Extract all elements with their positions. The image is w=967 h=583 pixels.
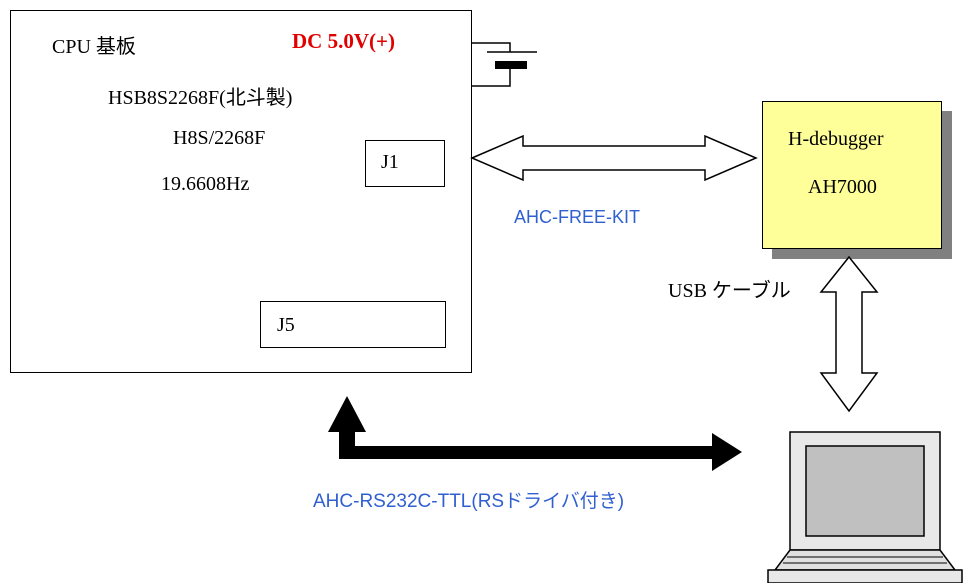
power-label: DC 5.0V(+) xyxy=(292,29,395,53)
j1-connector xyxy=(365,140,445,187)
clock-speed: 19.6608Hz xyxy=(161,173,250,195)
j5-label: J5 xyxy=(277,314,295,336)
battery-icon xyxy=(472,42,537,87)
chip-name: H8S/2268F xyxy=(173,127,266,149)
j1-label: J1 xyxy=(381,151,399,173)
free-kit-arrow xyxy=(470,134,758,182)
j5-connector xyxy=(260,301,446,348)
laptop-icon xyxy=(767,431,963,583)
board-model: HSB8S2268F(北斗製) xyxy=(108,87,293,109)
free-kit-label: AHC-FREE-KIT xyxy=(514,207,640,227)
debugger-box xyxy=(762,101,942,249)
usb-cable-label: USB ケーブル xyxy=(668,280,791,302)
usb-arrow xyxy=(819,255,879,413)
rs232c-label: AHC-RS232C-TTL(RSドライバ付き) xyxy=(313,491,625,512)
debugger-model: AH7000 xyxy=(808,176,877,198)
rs232c-arrow xyxy=(328,396,742,471)
debugger-name: H-debugger xyxy=(788,128,884,150)
cpu-board-title: CPU 基板 xyxy=(52,36,136,58)
